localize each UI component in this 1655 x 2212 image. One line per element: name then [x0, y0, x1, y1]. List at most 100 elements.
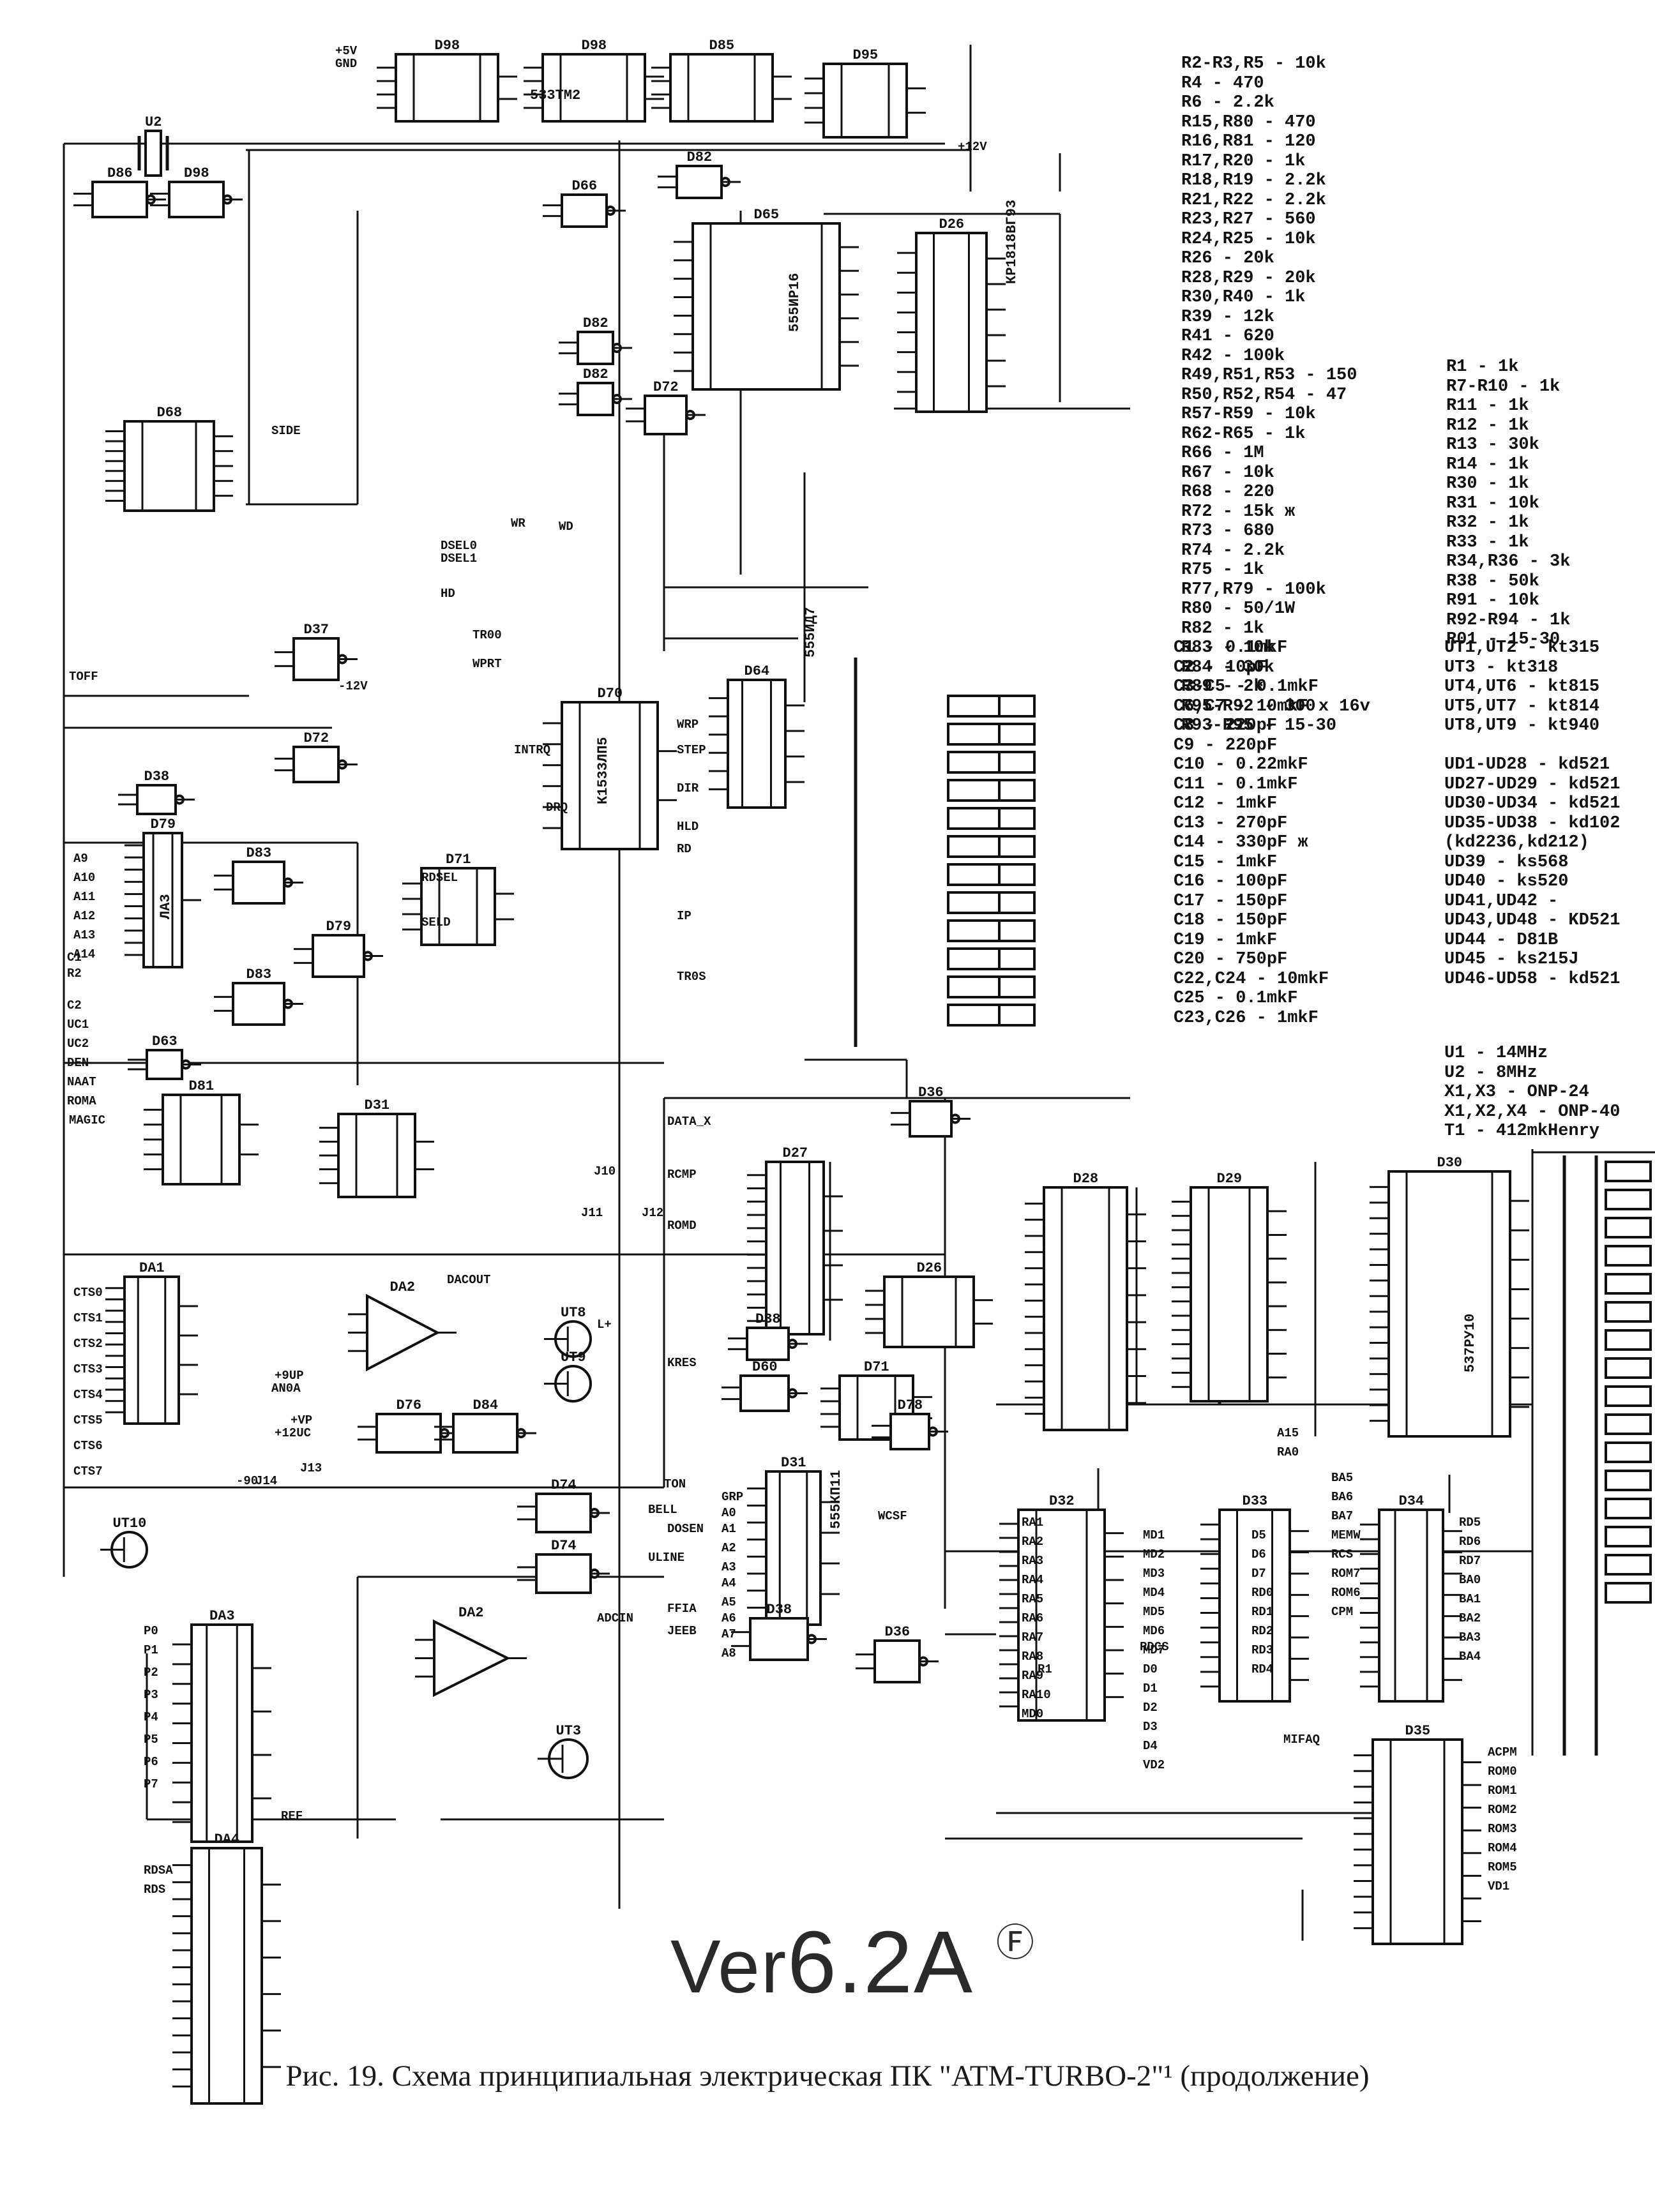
- component-ref: DA4: [215, 1832, 240, 1847]
- component-body: [1043, 1186, 1128, 1431]
- component-body: [535, 1493, 592, 1533]
- net-label: BA2: [1459, 1611, 1481, 1625]
- component-body: [873, 1639, 921, 1683]
- version-mark-icon: Ⓕ: [995, 1922, 1036, 1964]
- connector-pin: [1605, 1470, 1652, 1491]
- component-body: [452, 1413, 518, 1454]
- chip-type-label: 555КП11: [828, 1470, 844, 1529]
- connector-pin: [998, 723, 1036, 746]
- connector-pin: [998, 891, 1036, 914]
- component-body: [1372, 1738, 1463, 1945]
- net-label: +12V: [958, 140, 987, 154]
- net-label: MD6: [1143, 1624, 1165, 1638]
- connector-pin: [1605, 1273, 1652, 1295]
- component-d82: D82: [658, 149, 741, 199]
- component-d26: D26: [897, 216, 1006, 413]
- component-ref: DA3: [209, 1608, 235, 1624]
- net-label: DRQ: [546, 801, 568, 815]
- net-label: +5V: [335, 44, 358, 58]
- component-d79: D79: [125, 816, 201, 968]
- component-body: [765, 1161, 825, 1335]
- net-label: RA6: [1022, 1611, 1043, 1625]
- net-label: +9UP: [275, 1369, 304, 1383]
- component-body: [669, 53, 774, 123]
- component-ref: D31: [365, 1097, 390, 1113]
- net-label: CTS2: [73, 1337, 103, 1351]
- component-ref: D98: [435, 38, 460, 54]
- component-body: [1218, 1509, 1291, 1703]
- component-body: [535, 1553, 592, 1594]
- net-label: WR: [511, 516, 525, 530]
- component-d35: D35: [1354, 1723, 1481, 1945]
- component-ref: D38: [755, 1311, 781, 1327]
- connector-pin: [1605, 1217, 1652, 1238]
- net-label: MIFAQ: [1283, 1733, 1320, 1747]
- net-label: KRES: [667, 1356, 697, 1370]
- net-label: UC1: [67, 1018, 89, 1032]
- connector-pin: [998, 779, 1036, 802]
- net-label: WCSF: [878, 1509, 907, 1523]
- connector-pin: [1605, 1245, 1652, 1267]
- net-label: ROM1: [1488, 1784, 1517, 1798]
- component-ref: D28: [1073, 1171, 1099, 1187]
- connector-pin: [998, 835, 1036, 858]
- component-ref: D70: [598, 686, 623, 702]
- net-label: P6: [144, 1755, 158, 1769]
- component-ref: DA2: [458, 1605, 484, 1621]
- net-label: A2: [722, 1541, 736, 1555]
- chip-type-label: ЛА3: [158, 894, 174, 919]
- net-label: P7: [144, 1777, 158, 1791]
- component-ref: U2: [145, 114, 162, 130]
- bom-misc: U1 - 14MHz U2 - 8MHz X1,X3 - ONP-24 X1,X…: [1444, 1044, 1621, 1141]
- component-ref: DA1: [139, 1260, 165, 1276]
- net-label: R1: [1038, 1662, 1052, 1676]
- net-label: RA7: [1022, 1630, 1043, 1644]
- net-label: RD: [677, 842, 691, 856]
- component-ref: D68: [157, 405, 183, 421]
- component-ref: D27: [783, 1145, 808, 1161]
- net-label: TR0S: [677, 970, 706, 984]
- net-label: ROM2: [1488, 1803, 1517, 1817]
- component-u2: U2: [137, 114, 169, 177]
- component-body: [1017, 1509, 1106, 1722]
- component-d82: D82: [559, 315, 632, 365]
- component-d74: D74: [517, 1477, 610, 1533]
- component-ref: D26: [939, 216, 965, 232]
- component-ref: D82: [687, 149, 713, 165]
- version-stamp: Ver6.2A Ⓕ: [670, 1912, 1036, 2013]
- component-ref: D72: [304, 730, 329, 746]
- net-label: A1: [722, 1522, 736, 1536]
- net-label: A7: [722, 1627, 736, 1641]
- component-body: [292, 746, 340, 783]
- component-d36: D36: [891, 1085, 971, 1138]
- connector-pin: [947, 975, 1001, 998]
- component-d72: D72: [626, 379, 706, 435]
- component-da3: DA3: [172, 1608, 271, 1843]
- component-ref: D64: [744, 663, 770, 679]
- net-label: BA5: [1331, 1471, 1353, 1485]
- net-label: -12V: [338, 679, 368, 693]
- component-da2: DA2: [348, 1279, 457, 1372]
- net-label: BA0: [1459, 1573, 1481, 1587]
- net-label: RD0: [1251, 1586, 1273, 1600]
- net-label: MD1: [1143, 1528, 1165, 1542]
- component-ref: D74: [551, 1477, 577, 1493]
- net-label: MEMW: [1331, 1528, 1361, 1542]
- net-label: A11: [73, 890, 95, 904]
- component-body: [749, 1617, 809, 1661]
- component-d36: D36: [856, 1624, 939, 1683]
- component-ref: D38: [144, 769, 170, 785]
- chip-type-label: 555ИР16: [787, 273, 803, 332]
- component-body: [1190, 1186, 1269, 1403]
- net-label: CPM: [1331, 1605, 1353, 1619]
- chip-type-label: 537РУ10: [1462, 1314, 1478, 1373]
- component-body: [142, 832, 183, 968]
- net-label: INTRQ: [514, 743, 550, 757]
- component-d74: D74: [517, 1538, 610, 1594]
- component-ref: D34: [1399, 1493, 1425, 1509]
- component-d38: D38: [728, 1311, 808, 1361]
- net-label: J13: [300, 1461, 322, 1475]
- component-body: [420, 867, 496, 946]
- net-label: P1: [144, 1643, 158, 1657]
